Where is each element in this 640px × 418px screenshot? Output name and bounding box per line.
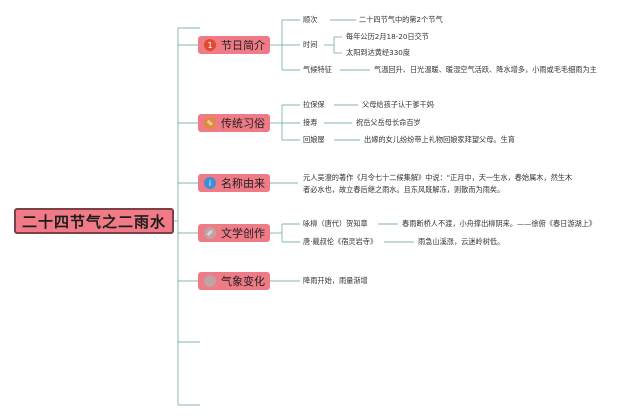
branch-customs[interactable]: ✎ 传统习俗 <box>198 114 270 132</box>
weather-text[interactable]: 降雨开始，雨量渐增 <box>303 276 368 285</box>
topic-yongliu[interactable]: 咏柳（唐代）贺知章 <box>303 219 368 228</box>
branch-label: 传统习俗 <box>221 117 265 130</box>
value-time-longitude[interactable]: 太阳到达黄经330度 <box>346 48 411 57</box>
value-time-date[interactable]: 每年公历2月18-20日交节 <box>346 32 429 41</box>
value-niangwu[interactable]: 出嫁的女儿纷纷带上礼物回娘家拜望父母。生育 <box>364 135 515 144</box>
topic-jieshou[interactable]: 接寿 <box>303 118 318 127</box>
cloud-icon <box>204 275 216 287</box>
value-order[interactable]: 二十四节气中的第2个节气 <box>359 15 443 24</box>
topic-order[interactable]: 顺次 <box>303 15 318 24</box>
value-lingyan[interactable]: 雨急山溪涨，云迷岭树低。 <box>418 237 505 246</box>
topic-la-baobao[interactable]: 拉保保 <box>303 100 325 109</box>
branch-label: 文学创作 <box>221 227 265 240</box>
number-one-icon: 1 <box>204 39 216 51</box>
branch-literature[interactable]: ✐ 文学创作 <box>198 224 270 242</box>
root-node[interactable]: 二十四节气之二雨水 <box>14 208 174 234</box>
value-climate[interactable]: 气温回升、日光温暖、暖湿空气活跃、降水增多，小雨或毛毛细雨为主 <box>374 65 597 74</box>
quill-icon: ✐ <box>204 227 216 239</box>
origin-text[interactable]: 元人吴澄的著作《月令七十二候集解》中说："正月中，天一生水，春始属木，然生木者必… <box>303 173 573 194</box>
topic-lingyan[interactable]: 唐·戴叔伦《宿灵岩寺》 <box>303 237 378 246</box>
value-la-baobao[interactable]: 父母给孩子认干爹干妈 <box>362 100 434 109</box>
branch-label: 名称由来 <box>221 177 265 190</box>
value-jieshou[interactable]: 祝岳父岳母长命百岁 <box>356 118 421 127</box>
branch-festival-intro[interactable]: 1 节日简介 <box>198 36 270 54</box>
branch-label: 气象变化 <box>221 275 265 288</box>
topic-climate[interactable]: 气候特征 <box>303 65 332 74</box>
topic-time[interactable]: 时间 <box>303 40 318 49</box>
topic-niangwu[interactable]: 回娘屋 <box>303 135 325 144</box>
info-icon: i <box>204 177 216 189</box>
branch-name-origin[interactable]: i 名称由来 <box>198 174 270 192</box>
branch-weather[interactable]: 气象变化 <box>198 272 270 290</box>
value-yongliu[interactable]: 春雨断桥人不渡，小舟撑出柳阴来。——徐俯《春日游湖上》 <box>402 219 597 228</box>
pencil-icon: ✎ <box>204 117 216 129</box>
branch-label: 节日简介 <box>221 39 265 52</box>
